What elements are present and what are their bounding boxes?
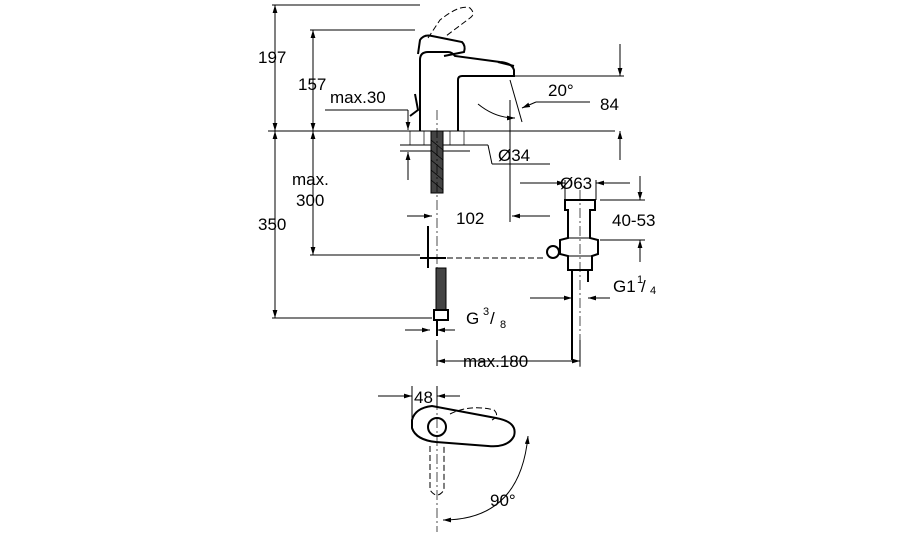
dim-max-label: max. [292,170,329,189]
dim-102: 102 [456,209,484,228]
dim-197: 197 [258,48,286,67]
dim-90deg: 90° [490,491,516,510]
lever-top-view [378,386,530,532]
dim-hole-diameter: Ø34 [498,146,530,165]
dim-84: 84 [600,95,619,114]
dim-40-53: 40-53 [612,211,655,230]
dim-20deg: 20° [548,81,574,100]
dim-300: 300 [296,191,324,210]
dim-350: 350 [258,215,286,234]
svg-text:3: 3 [483,306,489,318]
dim-max180: max.180 [463,352,528,371]
dimension-lines [272,4,645,366]
dim-waste-thread: G1 1 / 4 [613,274,656,297]
supply-hose [420,226,449,336]
svg-text:G1: G1 [613,277,636,296]
waste-fitting [546,190,599,368]
faucet-side-view [268,6,615,336]
svg-text:/: / [490,309,495,328]
dim-max30: max.30 [330,88,386,107]
svg-text:G: G [466,309,479,328]
svg-text:/: / [641,277,646,296]
svg-text:1: 1 [637,274,643,286]
dim-157: 157 [298,75,326,94]
dim-supply-thread: G 3 / 8 [466,306,506,331]
svg-text:8: 8 [500,319,506,331]
dim-48: 48 [414,388,433,407]
svg-text:4: 4 [650,285,656,297]
dim-waste-diameter: Ø63 [560,174,592,193]
